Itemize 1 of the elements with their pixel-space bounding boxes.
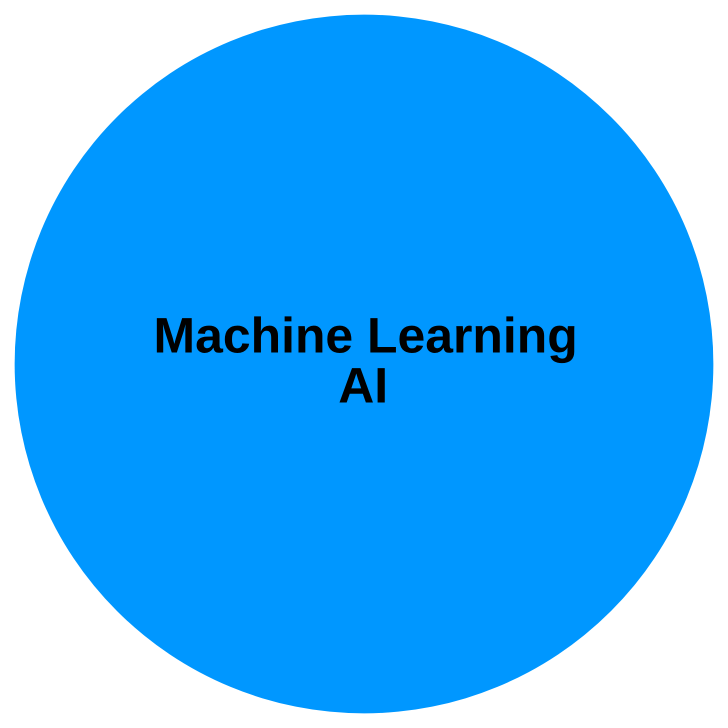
- node-circle: Machine Learning AI: [14, 14, 714, 714]
